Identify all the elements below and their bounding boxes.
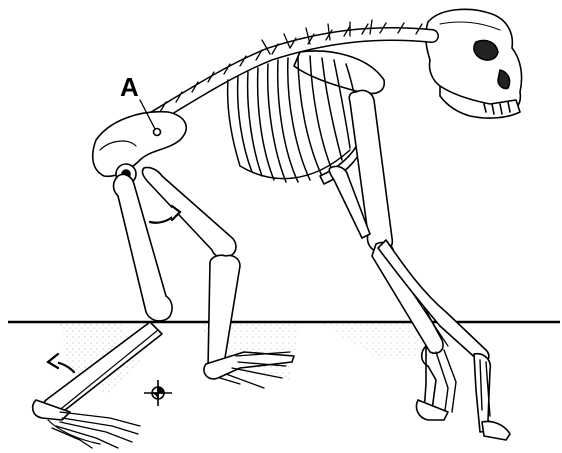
far-hand (474, 354, 510, 440)
spine (150, 20, 432, 120)
skull (426, 9, 522, 118)
curved-arrow-icon (150, 206, 180, 223)
pelvis (93, 112, 187, 184)
humerus (349, 90, 392, 252)
crosshair-icon (144, 380, 172, 406)
far-femur (142, 167, 236, 257)
near-foot (33, 400, 140, 448)
point-a-marker (154, 129, 161, 136)
point-a-label: A (120, 72, 139, 102)
